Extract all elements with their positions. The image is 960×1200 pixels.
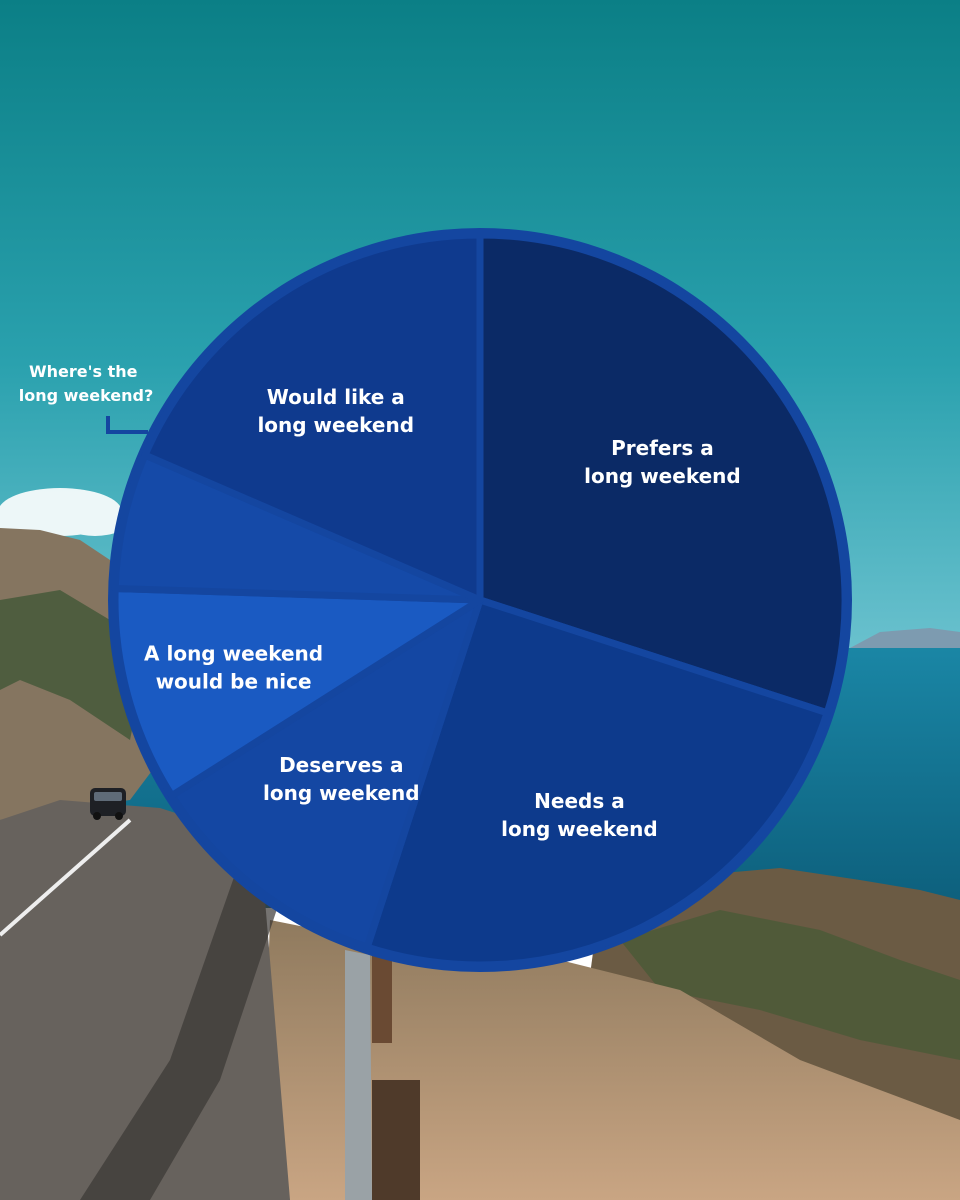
pie-slice-2 [363,596,831,969]
road-shadow [80,860,280,1200]
callout-line-2: long weekend? [19,386,154,405]
road-marking [0,818,132,937]
callout-line-1: Where's the [29,362,138,381]
pie-slice-label-2: Needs a long weekend [501,789,658,841]
callout-label: Where's the long weekend? [19,362,154,405]
pie-slice-label-6: Would like a long weekend [257,385,414,437]
car-icon [90,788,126,820]
pie-slice-label-line: long weekend [263,781,420,805]
pie-slice-label-3: Deserves a long weekend [263,753,420,805]
pie-slice-label-line: Would like a [267,385,405,409]
left-hills-vegetation [0,590,140,740]
callout: Where's the long weekend? [19,362,154,434]
pie-slice-1 [476,231,849,717]
distant-island [850,628,960,652]
pie-chart [111,231,849,969]
guardrail-icon [345,950,420,1200]
pie-slice-label-line: long weekend [257,413,414,437]
pie-slice-label-line: Needs a [534,789,625,813]
pie-slice-label-line: Prefers a [611,436,714,460]
pie-slice-label-4: A long weekend would be nice [144,641,323,693]
pie-slice-label-line: long weekend [501,817,658,841]
right-shore-vegetation [620,910,960,1060]
rocky-foreground [260,920,960,1200]
road [0,800,290,1200]
pie-slice-3 [168,596,484,951]
pie-slice-label-line: long weekend [584,464,741,488]
pie-slice-label-1: Prefers a long weekend [584,436,741,488]
pie-slice-4 [111,585,484,800]
cloud-icon [0,488,129,538]
pie-slice-label-line: A long weekend [144,641,323,665]
pie-slice-label-line: would be nice [156,669,312,693]
pie-slice-6 [141,231,484,604]
pie-slice-label-line: Deserves a [279,753,403,777]
callout-leader-line [106,416,148,434]
